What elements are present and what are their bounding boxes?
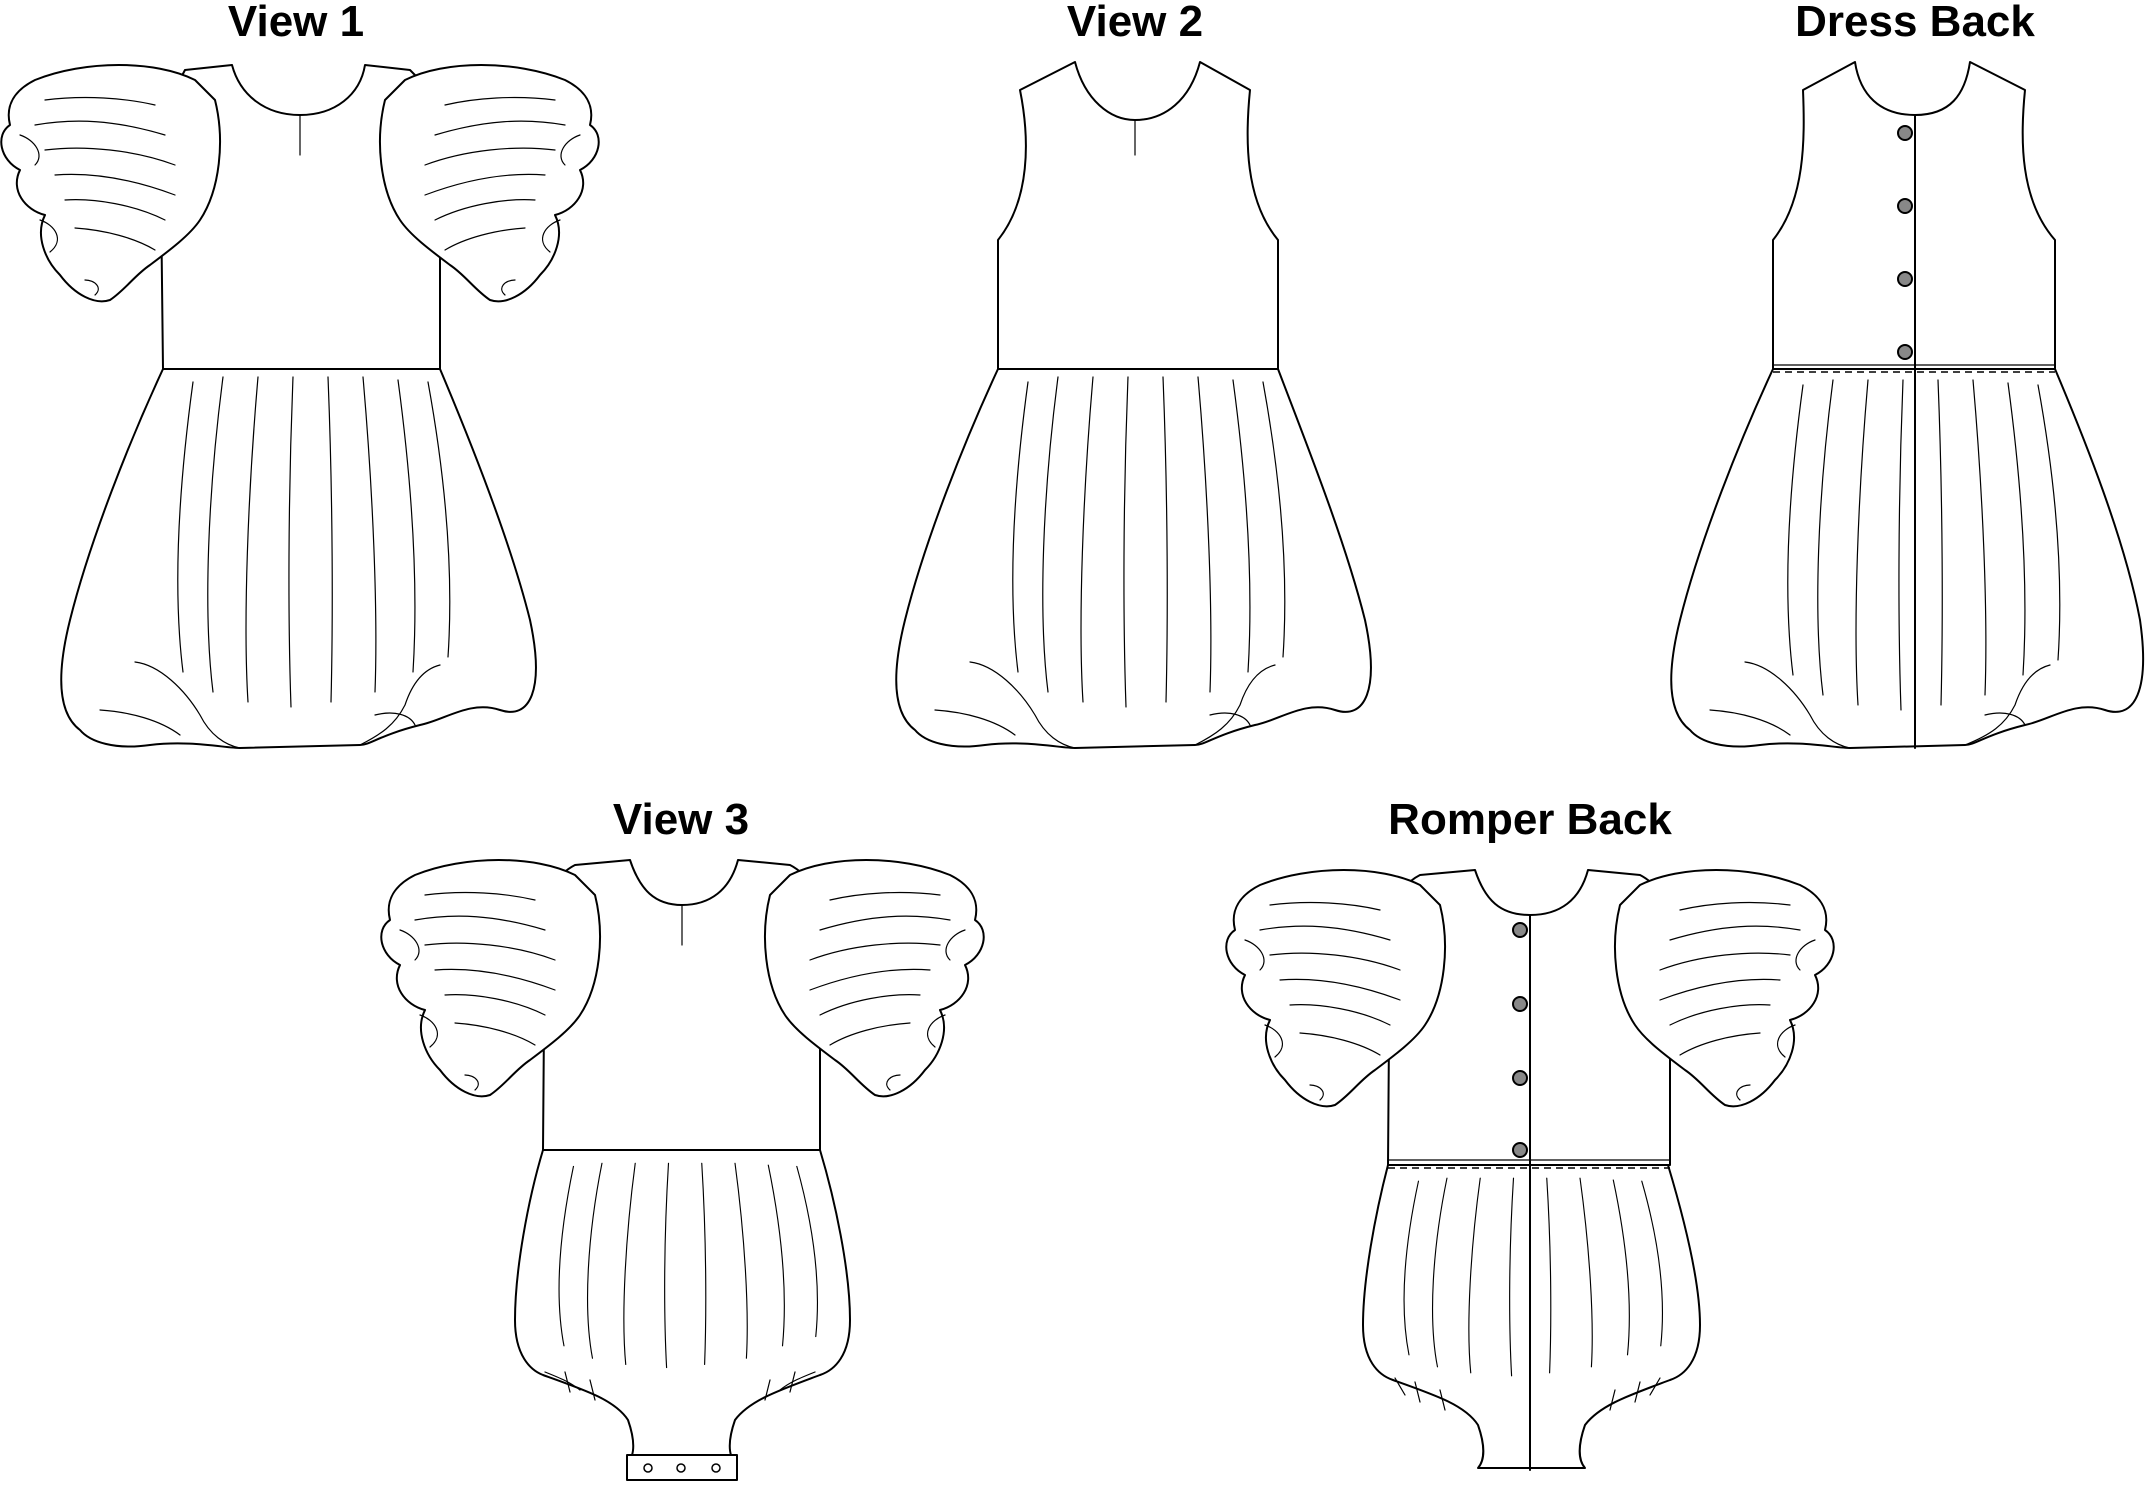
view-2-dress	[895, 61, 1372, 749]
title-romper-back: Romper Back	[1388, 795, 1672, 844]
title-view-3: View 3	[612, 795, 750, 844]
dress-back	[1670, 61, 2144, 749]
title-view-2: View 2	[1066, 0, 1204, 46]
title-dress-back: Dress Back	[1795, 0, 2035, 46]
view-1-dress	[0, 64, 600, 749]
romper-back	[1225, 869, 1835, 1471]
title-view-1: View 1	[227, 0, 365, 46]
view-3-romper	[380, 859, 985, 1481]
